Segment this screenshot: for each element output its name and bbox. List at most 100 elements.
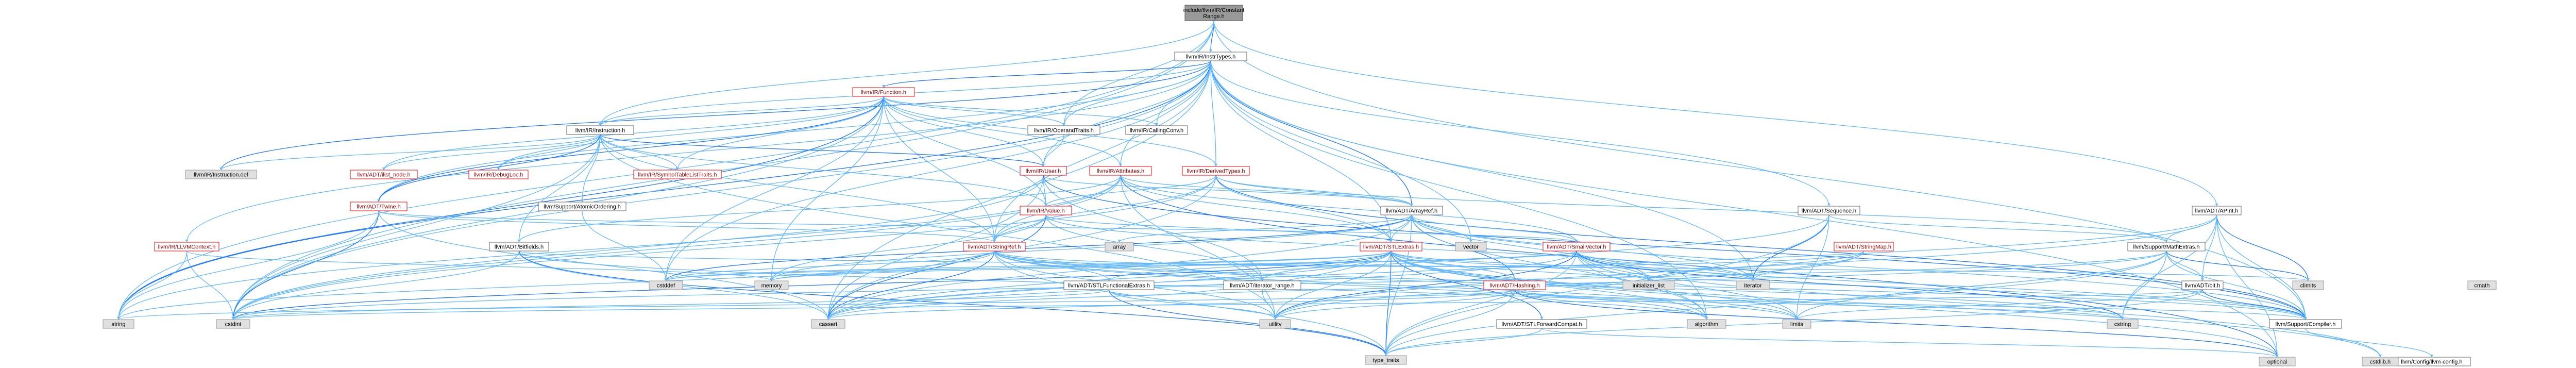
node-hashing[interactable]: llvm/ADT/Hashing.h (1483, 280, 1546, 290)
edge-bitfields-to-limits (518, 250, 1798, 320)
edge-bit-to-compiler (2202, 289, 2306, 320)
node-label: cstring (2114, 322, 2131, 328)
node-operandtraits[interactable]: llvm/IR/OperandTraits.h (1027, 125, 1100, 135)
edge-root-to-instruction (600, 20, 1214, 126)
edge-instruction-to-ilistnode (383, 134, 601, 171)
edge-stlextras-to-utility (1275, 250, 1392, 320)
node-box (1020, 166, 1067, 176)
node-box (811, 319, 845, 329)
node-iterrange[interactable]: llvm/ADT/iterator_range.h (1223, 280, 1301, 290)
edge-arrowhead (770, 278, 773, 281)
edge-arrowhead (1389, 251, 1393, 254)
node-value[interactable]: llvm/IR/Value.h (1020, 206, 1072, 215)
node-label: llvm/ADT/Bitfields.h (495, 244, 544, 250)
node-user[interactable]: llvm/IR/User.h (1020, 166, 1067, 176)
node-label: include/llvm/IR/Constant (1183, 7, 1245, 13)
edge-root-to-operandtraits (1063, 20, 1214, 126)
edge-insttypes-to-callingconv (1156, 60, 1211, 126)
node-cstdint: cstdint (216, 319, 250, 329)
edge-insttypes-to-optional (1210, 60, 2278, 358)
node-box (216, 319, 250, 329)
edge-sequence-to-typetraits (1385, 214, 1829, 356)
edge-instruction-to-stringref (600, 134, 995, 243)
node-label: llvm/ADT/ilist_node.h (357, 172, 410, 178)
node-box (1020, 206, 1072, 215)
node-insttypes[interactable]: llvm/IR/InstrTypes.h (1174, 52, 1247, 61)
node-stringref[interactable]: llvm/ADT/StringRef.h (963, 242, 1026, 252)
edge-arrowhead (993, 251, 996, 254)
node-label: llvm/ADT/iterator_range.h (1230, 283, 1294, 289)
edge-smallvector-to-cstdlib (1576, 250, 2381, 358)
edge-arrowhead (826, 317, 830, 320)
edge-instruction-to-atomic (582, 134, 601, 203)
edge-hashing-to-utility (1275, 289, 1515, 320)
edge-apint-to-compiler (2216, 214, 2306, 320)
node-bit[interactable]: llvm/ADT/bit.h (2181, 280, 2224, 290)
node-stlextras[interactable]: llvm/ADT/STLExtras.h (1360, 242, 1422, 252)
node-box (1089, 166, 1152, 176)
node-box (2192, 206, 2242, 215)
node-instruction[interactable]: llvm/IR/Instruction.h (566, 125, 634, 135)
node-mathextras[interactable]: llvm/Support/MathExtras.h (2127, 242, 2206, 252)
edge-arrayref-to-smallvector (1411, 214, 1577, 243)
node-label: optional (2267, 359, 2287, 365)
node-label: cstdint (225, 322, 242, 328)
edge-insttypes-to-instdef (221, 60, 1211, 171)
node-box (2467, 280, 2497, 290)
node-twine[interactable]: llvm/ADT/Twine.h (350, 202, 408, 211)
node-ilistnode[interactable]: llvm/ADT/ilist_node.h (350, 170, 418, 179)
node-box (103, 319, 134, 329)
node-llvmconfig[interactable]: llvm/Config/llvm-config.h (2393, 357, 2471, 366)
node-typetraits: type_traits (1365, 355, 1407, 365)
edge-hashing-to-typetraits (1385, 289, 1515, 356)
node-attributes[interactable]: llvm/IR/Attributes.h (1089, 166, 1152, 176)
edge-arrowhead (581, 199, 584, 202)
node-callingconv[interactable]: llvm/IR/CallingConv.h (1125, 125, 1188, 135)
node-label: cmath (2475, 283, 2490, 289)
edge-user-to-arrayref (1043, 175, 1412, 207)
edge-arrowhead (219, 168, 223, 170)
edge-arrowhead (1119, 164, 1122, 166)
node-function[interactable]: llvm/IR/Function.h (852, 87, 915, 97)
node-box (1105, 242, 1134, 252)
node-symtab[interactable]: llvm/IR/SymbolTableListTraits.h (633, 170, 722, 179)
edge-arrowhead (1044, 204, 1047, 206)
edge-apint-to-climits (2216, 214, 2309, 281)
node-label: llvm/Support/Compiler.h (2276, 322, 2336, 328)
node-smallvector[interactable]: llvm/ADT/SmallVector.h (1543, 242, 1611, 252)
node-llvmctx[interactable]: llvm/IR/LLVMContext.h (154, 242, 219, 252)
edge-twine-to-smallvector (378, 210, 1577, 243)
edge-arrowhead (664, 278, 668, 281)
node-stlfwd[interactable]: llvm/ADT/STLForwardCompat.h (1496, 319, 1587, 329)
node-sequence[interactable]: llvm/ADT/Sequence.h (1798, 206, 1860, 215)
edge-arrayref-to-vector (1411, 214, 1471, 243)
node-stringmap[interactable]: llvm/ADT/StringMap.h (1834, 242, 1894, 252)
edge-stlextras-to-memory (771, 250, 1392, 281)
node-box (1125, 125, 1188, 135)
edge-function-to-stringref (883, 96, 995, 243)
node-apint[interactable]: llvm/ADT/APInt.h (2192, 206, 2242, 215)
node-box (1027, 125, 1100, 135)
node-label: cstddef (657, 283, 675, 289)
edge-insttypes-to-llvmctx (186, 60, 1211, 243)
node-label: limits (1790, 322, 1804, 328)
node-optional: optional (2259, 357, 2296, 366)
node-string: string (103, 319, 134, 329)
node-derivedtypes[interactable]: llvm/IR/DerivedTypes.h (1182, 166, 1250, 176)
edge-arrowhead (2379, 355, 2382, 357)
edge-attributes-to-cstdint (232, 175, 1121, 320)
edge-arrowhead (517, 240, 521, 242)
node-bitfields[interactable]: llvm/ADT/Bitfields.h (489, 242, 549, 252)
edge-instruction-to-instdef (221, 134, 601, 171)
node-stlfunc[interactable]: llvm/ADT/STLFunctionalExtras.h (1063, 280, 1155, 290)
node-box (1782, 319, 1811, 329)
node-atomic[interactable]: llvm/Support/AtomicOrdering.h (538, 202, 626, 211)
edge-arrayref-to-memory (771, 214, 1412, 281)
edge-function-to-symtab (677, 96, 884, 171)
edge-stlextras-to-algorithm (1391, 250, 1707, 320)
edge-arrowhead (1540, 317, 1544, 320)
edge-function-to-user (883, 96, 1044, 167)
node-compiler[interactable]: llvm/Support/Compiler.h (2269, 319, 2342, 329)
node-arrayref[interactable]: llvm/ADT/ArrayRef.h (1380, 206, 1443, 215)
node-debugloc[interactable]: llvm/IR/DebugLoc.h (468, 170, 529, 179)
